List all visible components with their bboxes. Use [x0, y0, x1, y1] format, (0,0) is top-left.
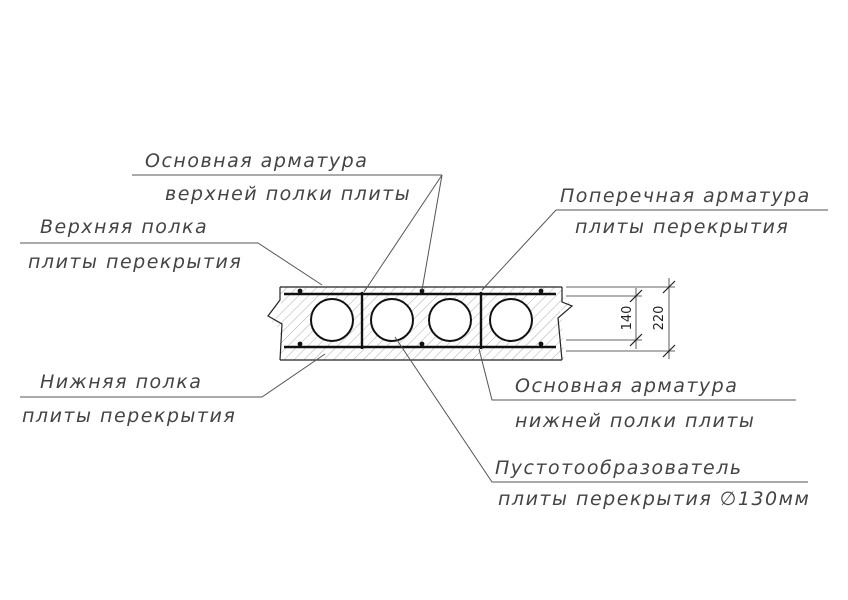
- dimension-group: 140 220: [566, 278, 676, 359]
- label-main-rebar-bottom-line2: нижней полки плиты: [515, 410, 755, 432]
- label-bottom-flange-line1: Нижняя полка: [40, 371, 202, 393]
- label-bottom-flange-line2: плиты перекрытия: [22, 405, 236, 427]
- right-break-line: [557, 287, 574, 361]
- label-transverse-rebar-line1: Поперечная арматура: [560, 185, 811, 207]
- void-former-1: [310, 298, 354, 342]
- left-break-line: [267, 287, 283, 361]
- label-top-flange-line1: Верхняя полка: [40, 216, 208, 238]
- rebar-dot: [297, 288, 303, 294]
- labels: Основная арматура верхней полки плиты Ве…: [22, 150, 811, 510]
- label-transverse-rebar-line2: плиты перекрытия: [575, 216, 789, 238]
- leader-lines: [20, 174, 828, 483]
- rebar-dot: [297, 341, 303, 347]
- dim-text-140: 140: [620, 306, 635, 331]
- slab-section: [267, 286, 574, 361]
- label-void-former-line1: Пустотообразователь: [495, 457, 743, 479]
- void-former-4: [489, 298, 533, 342]
- label-top-flange-line2: плиты перекрытия: [28, 251, 242, 273]
- label-main-rebar-bottom-line1: Основная арматура: [515, 375, 738, 397]
- rebar-dot: [538, 288, 544, 294]
- dim-text-220: 220: [652, 306, 667, 331]
- void-former-2: [370, 298, 414, 342]
- label-main-rebar-top-line1: Основная арматура: [145, 150, 368, 172]
- void-former-3: [428, 298, 472, 342]
- rebar-dot: [419, 341, 425, 347]
- label-void-former-line2: плиты перекрытия ∅130мм: [498, 488, 810, 510]
- label-main-rebar-top-line2: верхней полки плиты: [165, 183, 411, 205]
- rebar-dot: [419, 288, 425, 294]
- rebar-dot: [538, 341, 544, 347]
